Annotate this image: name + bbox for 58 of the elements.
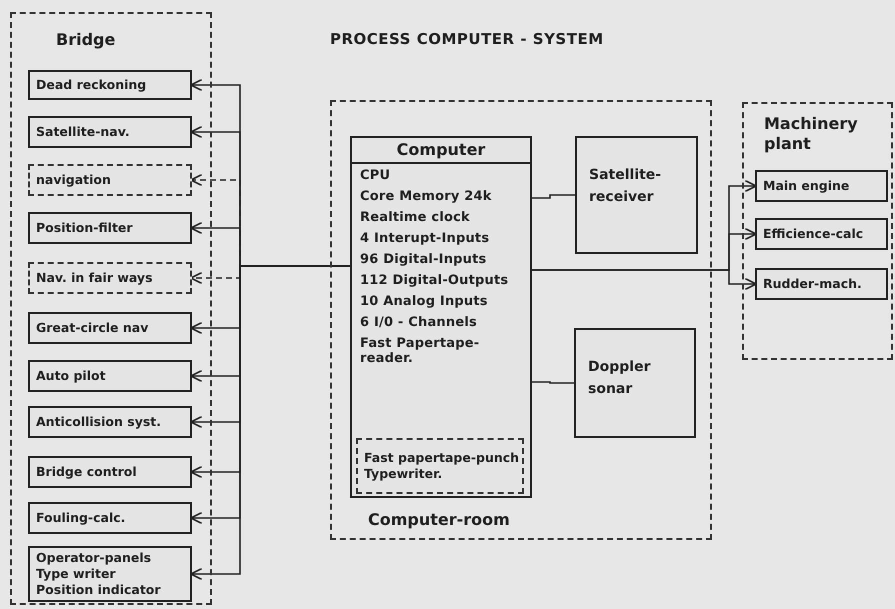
module-label: Dead reckoning [36, 77, 148, 93]
module-label: Main engine [763, 178, 850, 194]
device-box [575, 136, 698, 254]
group-title: Bridge [56, 30, 116, 50]
module-label: Great-circle nav [36, 320, 150, 336]
module-label: Doppler sonar [588, 358, 652, 399]
spec-line: 96 Digital-Inputs [360, 252, 488, 267]
module-label: Fast papertape-punch [364, 450, 520, 466]
module-label: Satellite-nav. [36, 124, 131, 140]
module-label: Efficience-calc [763, 226, 864, 242]
group-title: Machinery plant [764, 114, 859, 154]
module-box [28, 70, 192, 100]
module-box [28, 546, 192, 602]
module-label: Position-filter [36, 220, 134, 236]
connector-line [532, 194, 575, 199]
computer-heading: Computer [352, 138, 530, 164]
optional-module-box [28, 164, 192, 196]
spec-line: 6 I/0 - Channels [360, 315, 478, 330]
spec-line: CPU [360, 168, 392, 183]
module-label: Auto pilot [36, 368, 107, 384]
spec-line: 10 Analog Inputs [360, 294, 489, 309]
optional-module-box [28, 262, 192, 294]
optional-module-box [356, 438, 524, 494]
module-box [28, 116, 192, 148]
module-box [755, 268, 888, 300]
connector-line [532, 269, 757, 290]
computer-box [350, 136, 532, 498]
module-box [28, 212, 192, 244]
module-label: Fouling-calc. [36, 510, 126, 526]
module-label: Bridge control [36, 464, 138, 480]
module-box [28, 312, 192, 344]
module-label: Typewriter. [364, 466, 444, 482]
module-box [28, 502, 192, 534]
module-label: Operator-panels [36, 550, 152, 566]
dashed-group-frame [330, 100, 712, 540]
module-box [28, 456, 192, 488]
module-box [755, 218, 888, 250]
spec-line: Core Memory 24k [360, 189, 493, 204]
dashed-group-frame [10, 12, 212, 605]
spec-line: 112 Digital-Outputs [360, 273, 510, 288]
module-label: Nav. in fair ways [36, 270, 154, 286]
device-box [574, 328, 696, 438]
spec-line: Realtime clock [360, 210, 471, 225]
spec-line: Fast Papertape-reader. [360, 336, 480, 366]
spec-line: 4 Interupt-Inputs [360, 231, 490, 246]
dashed-group-frame [742, 102, 893, 360]
connector-line [532, 381, 574, 384]
diagram-title: PROCESS COMPUTER - SYSTEM [330, 29, 604, 50]
module-label: Anticollision syst. [36, 414, 162, 430]
group-title: Computer-room [368, 510, 510, 530]
module-label: Position indicator [36, 582, 162, 598]
module-label: Rudder-mach. [763, 276, 863, 292]
module-box [755, 170, 888, 202]
module-box [28, 360, 192, 392]
module-label: navigation [36, 172, 112, 188]
module-label: Satellite-receiver [589, 166, 662, 207]
module-box [28, 406, 192, 438]
module-label: Type writer [36, 566, 117, 582]
